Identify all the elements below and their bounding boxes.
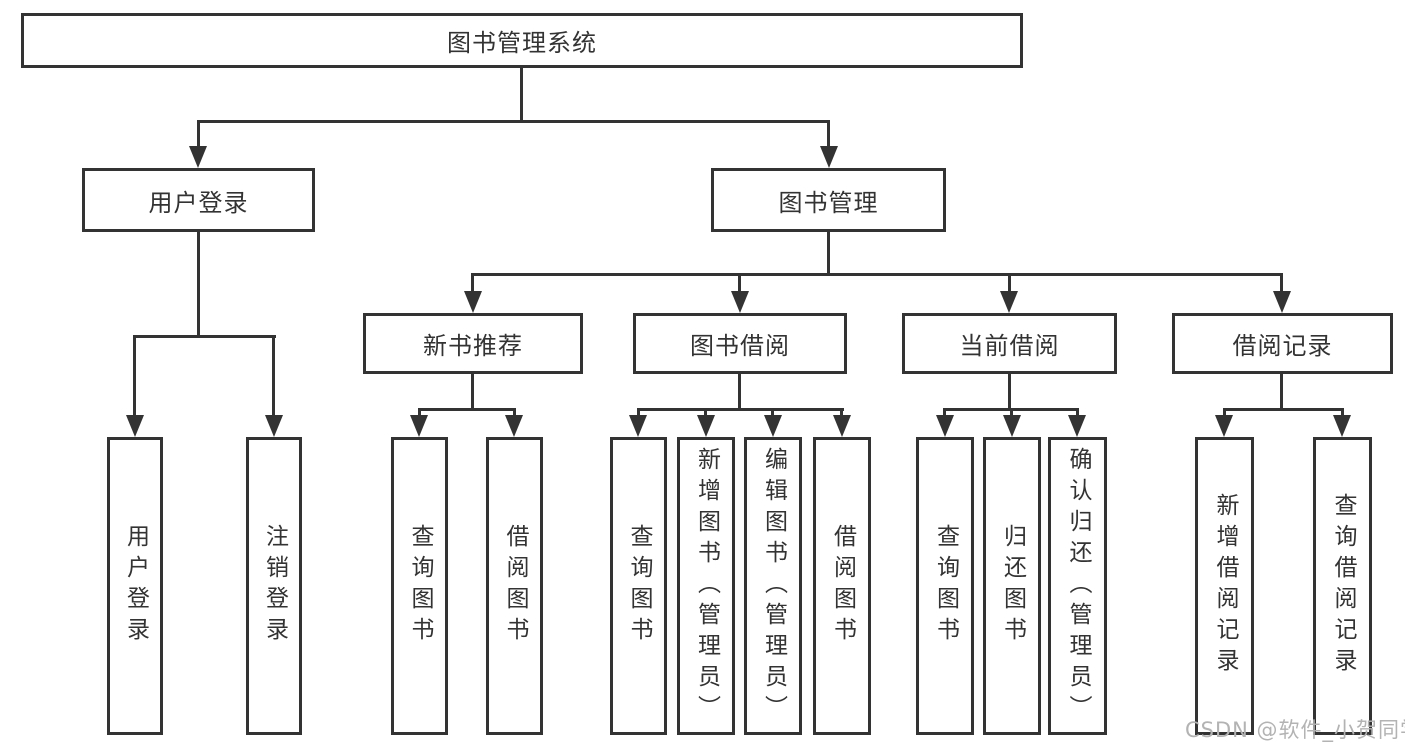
leaf-query-borrow-record: 查询借阅记录	[1313, 437, 1372, 735]
connector-line	[637, 408, 640, 420]
node-label: 借阅图书	[829, 524, 856, 648]
node-label: 归还图书	[999, 524, 1026, 648]
connector-line	[133, 335, 276, 338]
leaf-return-book: 归还图书	[983, 437, 1041, 735]
node-label: 注销登录	[261, 524, 288, 648]
arrow-down-icon	[1003, 415, 1021, 437]
connector-line	[133, 335, 136, 420]
leaf-query-book-borrow: 查询图书	[610, 437, 667, 735]
arrow-down-icon	[764, 415, 782, 437]
connector-line	[272, 335, 275, 420]
connector-line	[637, 408, 844, 411]
node-label: 用户登录	[122, 524, 149, 648]
connector-line	[197, 232, 200, 338]
connector-line	[471, 273, 474, 295]
leaf-add-borrow-record: 新增借阅记录	[1195, 437, 1254, 735]
arrow-down-icon	[1333, 415, 1351, 437]
connector-line	[704, 408, 707, 420]
connector-line	[1010, 408, 1013, 420]
node-book-management: 图书管理	[711, 168, 946, 232]
arrow-down-icon	[629, 415, 647, 437]
arrow-down-icon	[505, 415, 523, 437]
node-label: 查询图书	[626, 524, 652, 648]
arrow-down-icon	[936, 415, 954, 437]
connector-line	[513, 408, 516, 420]
node-user-login: 用户登录	[82, 168, 315, 232]
node-label: 图书借阅	[690, 332, 790, 360]
arrow-down-icon	[1215, 415, 1233, 437]
leaf-borrow-book: 借阅图书	[813, 437, 871, 735]
leaf-query-book-recommend: 查询图书	[391, 437, 448, 735]
connector-line	[418, 408, 516, 411]
arrow-down-icon	[1000, 291, 1018, 313]
arrow-down-icon	[697, 415, 715, 437]
arrow-down-icon	[820, 146, 838, 168]
connector-line	[827, 232, 830, 276]
node-label: 当前借阅	[959, 332, 1060, 360]
connector-line	[1280, 273, 1283, 295]
connector-line	[738, 374, 741, 411]
arrow-down-icon	[265, 415, 283, 437]
connector-line	[943, 408, 946, 420]
leaf-confirm-return-admin: 确认归还（管理员）	[1048, 437, 1107, 735]
connector-line	[827, 120, 830, 150]
node-label: 新书推荐	[423, 332, 523, 360]
node-current-borrow: 当前借阅	[902, 313, 1117, 374]
node-label: 新增图书（管理员）	[693, 446, 720, 726]
connector-line	[1341, 408, 1344, 420]
connector-line	[840, 408, 843, 420]
arrow-down-icon	[464, 291, 482, 313]
connector-line	[471, 273, 1282, 276]
arrow-down-icon	[410, 415, 428, 437]
leaf-user-login: 用户登录	[107, 437, 163, 735]
leaf-borrow-book-recommend: 借阅图书	[486, 437, 543, 735]
leaf-logout: 注销登录	[246, 437, 302, 735]
node-new-book-recommend: 新书推荐	[363, 313, 583, 374]
node-label: 编辑图书（管理员）	[760, 446, 787, 726]
arrow-down-icon	[1068, 415, 1086, 437]
arrow-down-icon	[189, 146, 207, 168]
connector-line	[738, 273, 741, 295]
arrow-down-icon	[1273, 291, 1291, 313]
node-label: 查询图书	[932, 524, 959, 648]
connector-line	[771, 408, 774, 420]
connector-line	[1223, 408, 1226, 420]
connector-line	[197, 120, 200, 150]
node-label: 借阅图书	[502, 524, 528, 648]
connector-line	[418, 408, 421, 420]
node-label: 图书管理	[778, 188, 879, 217]
connector-line	[1223, 408, 1344, 411]
node-book-borrow: 图书借阅	[633, 313, 847, 374]
arrow-down-icon	[731, 291, 749, 313]
connector-line	[197, 120, 830, 123]
connector-line	[1076, 408, 1079, 420]
connector-line	[520, 68, 523, 123]
node-label: 图书管理系统	[447, 29, 597, 57]
leaf-query-book-current: 查询图书	[916, 437, 974, 735]
node-borrow-record: 借阅记录	[1172, 313, 1393, 374]
node-label: 借阅记录	[1232, 332, 1333, 360]
connector-line	[1008, 273, 1011, 295]
node-label: 确认归还（管理员）	[1065, 446, 1091, 726]
arrow-down-icon	[126, 415, 144, 437]
connector-line	[1008, 374, 1011, 411]
leaf-add-book-admin: 新增图书（管理员）	[677, 437, 735, 735]
node-label: 查询图书	[407, 524, 433, 648]
node-label: 用户登录	[148, 188, 249, 217]
node-label: 新增借阅记录	[1212, 493, 1238, 679]
connector-line	[471, 374, 474, 411]
node-label: 查询借阅记录	[1330, 493, 1356, 679]
node-root-system: 图书管理系统	[21, 13, 1023, 68]
leaf-edit-book-admin: 编辑图书（管理员）	[744, 437, 802, 735]
csdn-watermark: CSDN @软件_小贺同学	[1185, 718, 1405, 742]
arrow-down-icon	[833, 415, 851, 437]
connector-line	[1280, 374, 1283, 411]
